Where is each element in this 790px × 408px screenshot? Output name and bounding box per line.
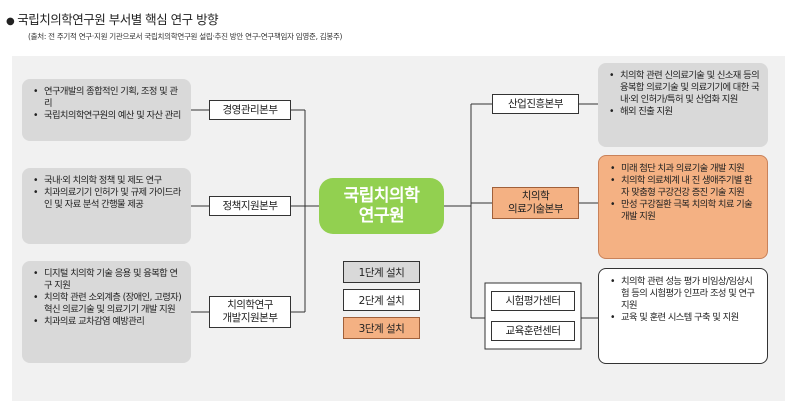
right-box-2-item: 미래 첨단 치과 의료기술 개발 지원 xyxy=(609,163,759,175)
right-box-2-item: 만성 구강질환 극복 치의학 치료 기술 개발 지원 xyxy=(609,199,759,223)
legend-stage-1: 1단계 설치 xyxy=(343,261,420,283)
left-box-3-item: 치의학 관련 소외계층 (장애인, 고령자) 혁신 의료기술 및 의료기기 개발… xyxy=(32,292,183,316)
label-training-center-text: 교육훈련센터 xyxy=(505,324,561,337)
right-box-2-item: 치의학 의료체계 내 진 생애주기별 환자 맞춤형 구강건강 증진 기술 지원 xyxy=(609,175,759,199)
left-box-1-item: 연구개발의 종합적인 기획, 조정 및 관리 xyxy=(32,86,183,110)
left-box-2-item: 치과의료기기 인허가 및 규제 가이드라인 및 자료 분석 간행물 제공 xyxy=(32,187,183,211)
label-testing-center: 시험평가센터 xyxy=(491,291,575,311)
label-policy-text: 정책지원본부 xyxy=(222,199,278,212)
left-box-2: 국내·외 치의학 정책 및 제도 연구 치과의료기기 인허가 및 규제 가이드라… xyxy=(22,168,191,244)
left-box-1-item: 국립치의학연구원의 예산 및 자산 관리 xyxy=(32,110,183,122)
right-box-1-item: 치의학 관련 신의료기술 및 신소재 등의 융복합 의료기술 및 의료기기에 대… xyxy=(608,70,760,106)
label-management: 경영관리본부 xyxy=(209,100,291,120)
legend-stage-1-text: 1단계 설치 xyxy=(358,266,405,279)
title-text: 국립치의학연구원 부서별 핵심 연구 방향 xyxy=(17,12,219,27)
legend-stage-3-text: 3단계 설치 xyxy=(358,322,405,335)
label-management-text: 경영관리본부 xyxy=(222,103,278,116)
right-box-3: 치의학 관련 성능 평가 비임상/임상시험 등의 시험평가 인프라 조성 및 연… xyxy=(598,268,768,364)
source-note: (출처: 전 주기적 연구·지원 기관으로서 국립치의학연구원 설립·추진 방안… xyxy=(28,32,343,41)
legend-stage-3: 3단계 설치 xyxy=(343,317,420,339)
label-industry: 산업진흥본부 xyxy=(492,94,579,114)
left-box-3-item: 치과의료 교차감염 예방관리 xyxy=(32,316,183,328)
label-medical-tech-line2: 의료기술본부 xyxy=(508,203,563,215)
label-training-center: 교육훈련센터 xyxy=(491,321,575,341)
right-box-1-item: 해외 진출 지원 xyxy=(608,106,760,118)
label-testing-center-text: 시험평가센터 xyxy=(505,294,561,307)
right-box-1: 치의학 관련 신의료기술 및 신소재 등의 융복합 의료기술 및 의료기기에 대… xyxy=(598,63,768,147)
label-medical-tech-line1: 치의학 xyxy=(521,190,550,202)
left-box-1: 연구개발의 종합적인 기획, 조정 및 관리 국립치의학연구원의 예산 및 자산… xyxy=(22,79,191,141)
legend-stage-2: 2단계 설치 xyxy=(343,289,420,311)
left-box-2-item: 국내·외 치의학 정책 및 제도 연구 xyxy=(32,175,183,187)
center-node: 국립치의학 연구원 xyxy=(319,178,444,234)
title-bullet-icon: ● xyxy=(6,16,15,27)
label-rnd-support-line1: 치의학연구 xyxy=(227,299,273,311)
left-box-3-item: 디지털 치의학 기술 응용 및 융복합 연구 지원 xyxy=(32,268,183,292)
diagram-title: ●국립치의학연구원 부서별 핵심 연구 방향 xyxy=(6,9,219,28)
right-box-2: 미래 첨단 치과 의료기술 개발 지원 치의학 의료체계 내 진 생애주기별 환… xyxy=(598,155,768,259)
legend-stage-2-text: 2단계 설치 xyxy=(358,294,405,307)
label-industry-text: 산업진흥본부 xyxy=(508,97,563,110)
center-node-line2: 연구원 xyxy=(358,206,405,226)
label-rnd-support-line2: 개발지원본부 xyxy=(222,312,278,324)
left-box-3: 디지털 치의학 기술 응용 및 융복합 연구 지원 치의학 관련 소외계층 (장… xyxy=(22,261,191,363)
center-node-line1: 국립치의학 xyxy=(343,186,420,206)
label-medical-tech: 치의학 의료기술본부 xyxy=(492,187,579,219)
label-rnd-support: 치의학연구 개발지원본부 xyxy=(209,296,291,328)
right-box-3-item: 교육 및 훈련 시스템 구축 및 지원 xyxy=(609,312,759,324)
right-box-3-item: 치의학 관련 성능 평가 비임상/임상시험 등의 시험평가 인프라 조성 및 연… xyxy=(609,276,759,312)
label-policy: 정책지원본부 xyxy=(209,196,291,216)
